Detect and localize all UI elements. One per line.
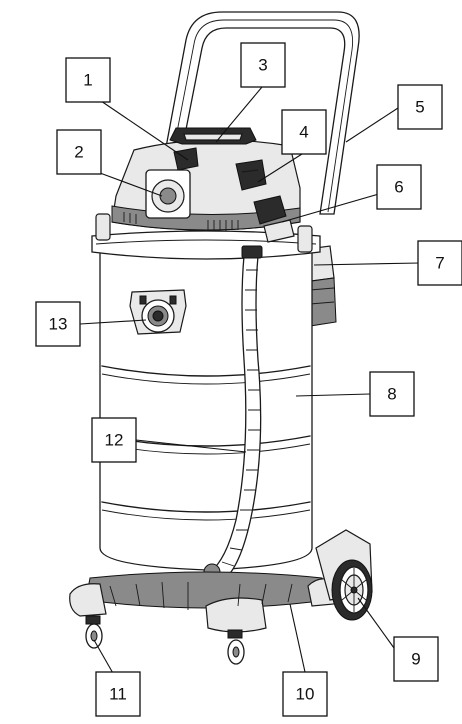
callout-8-label: 8: [387, 385, 396, 404]
callout-4-label: 4: [299, 123, 308, 142]
tank: [91, 213, 321, 571]
leader-12: [135, 439, 247, 453]
base-dolly: [69, 571, 337, 633]
callout-2-label: 2: [74, 143, 83, 162]
accessory-holder: [253, 195, 295, 243]
leader-13: [79, 319, 147, 325]
callout-6: 6: [376, 164, 422, 210]
callout-1-label: 1: [83, 71, 92, 90]
callout-7-label: 7: [435, 254, 444, 273]
callout-13: 13: [35, 301, 81, 347]
leader-1: [100, 100, 189, 161]
callout-12: 12: [91, 417, 137, 463]
leader-7: [313, 262, 421, 266]
push-handle: [163, 11, 360, 215]
vacuum-illustration: [69, 11, 373, 665]
callout-12-label: 12: [105, 431, 124, 450]
callout-9-label: 9: [411, 650, 420, 669]
leader-2: [99, 172, 163, 197]
callout-13-label: 13: [49, 315, 68, 334]
callout-3: 3: [240, 42, 286, 88]
callout-9: 9: [393, 636, 439, 682]
callout-2: 2: [56, 129, 102, 175]
callout-3-label: 3: [258, 56, 267, 75]
leader-3: [215, 86, 263, 143]
callout-4: 4: [281, 109, 327, 155]
front-caster-left: [85, 615, 103, 649]
motor-head: [111, 127, 301, 231]
callout-6-label: 6: [394, 178, 403, 197]
callout-11: 11: [95, 671, 141, 717]
leader-9: [357, 597, 395, 649]
front-caster-center: [227, 629, 245, 665]
leader-4: [257, 153, 303, 183]
callout-10-label: 10: [296, 685, 315, 704]
leader-5: [345, 107, 399, 143]
inlet-port: [129, 289, 187, 335]
callout-5-label: 5: [415, 98, 424, 117]
callout-7: 7: [417, 240, 462, 286]
leader-10: [289, 603, 306, 673]
callout-11-label: 11: [109, 685, 127, 704]
callout-10: 10: [282, 671, 328, 717]
callout-5: 5: [397, 84, 443, 130]
callouts: 1 2 3 4 5 6 7 8: [35, 42, 462, 717]
callout-1: 1: [65, 57, 111, 103]
leader-8: [295, 393, 371, 397]
callout-8: 8: [369, 371, 415, 417]
